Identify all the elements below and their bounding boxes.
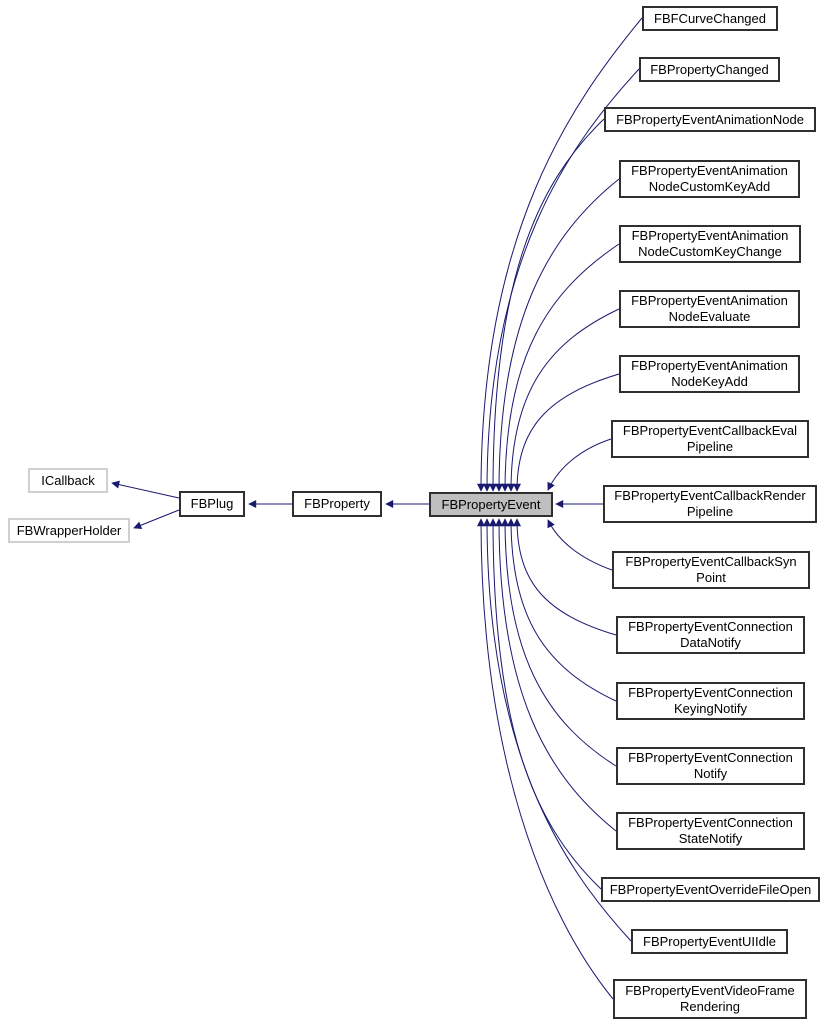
node-label-line: StateNotify (678, 831, 743, 846)
node-fbpropertyeventcallbacksynpoint[interactable]: FBPropertyEventCallbackSyn Point (612, 551, 810, 589)
node-label-line: FBPropertyEventAnimation (631, 228, 789, 243)
node-fbpropertyevent: FBPropertyEvent (429, 492, 553, 517)
node-label-line: FBPropertyEventCallbackSyn (625, 554, 797, 569)
node-fbpropertyeventoverridefileopen[interactable]: FBPropertyEventOverrideFileOpen (601, 877, 820, 902)
edge-videoframerendering (477, 518, 614, 1000)
node-label-line: FBPropertyEventCallbackEval (622, 423, 798, 438)
edge-fbplug-fbwrapperholder (133, 509, 180, 530)
node-label-line: FBProperty (304, 496, 370, 511)
node-fbpropertyeventanimationnode[interactable]: FBPropertyEventAnimationNode (604, 107, 816, 132)
node-fbpropertyeventanimationnodecustomkeyadd[interactable]: FBPropertyEventAnimation NodeCustomKeyAd… (619, 160, 800, 198)
edge-callbackevalpipeline (547, 438, 612, 491)
edge-connectionstatenotify (495, 518, 617, 832)
node-label-line: ICallback (41, 472, 95, 488)
node-label-line: FBPropertyEventConnection (628, 750, 793, 765)
node-fbpropertyeventuiidle[interactable]: FBPropertyEventUIIdle (631, 929, 788, 954)
node-label-line: FBPropertyEventConnection (628, 619, 793, 634)
node-label-line: FBPropertyEventConnection (628, 685, 793, 700)
node-label-line: FBPlug (190, 496, 234, 511)
node-label-line: FBPropertyEventAnimation (631, 358, 788, 373)
node-label-line: FBWrapperHolder (16, 522, 122, 538)
edge-animationnode (489, 118, 605, 492)
node-label-line: NodeKeyAdd (671, 374, 748, 389)
node-fbpropertyeventconnectiondatanotify[interactable]: FBPropertyEventConnection DataNotify (616, 616, 805, 654)
node-label-line: FBPropertyEventAnimation (631, 163, 788, 178)
node-fbpropertyeventconnectionnotify[interactable]: FBPropertyEventConnection Notify (616, 747, 805, 785)
edge-callbacksynpoint (547, 519, 613, 571)
node-fbpropertyeventconnectionkeyingnotify[interactable]: FBPropertyEventConnection KeyingNotify (616, 682, 805, 720)
node-fbpropertyeventvideoframerendering[interactable]: FBPropertyEventVideoFrame Rendering (613, 979, 807, 1019)
edge-connectiondatanotify (513, 518, 617, 636)
node-label-line: Pipeline (686, 439, 734, 454)
node-label-line: Rendering (680, 999, 740, 1014)
node-label-line: FBFCurveChanged (654, 10, 766, 26)
node-label-line: FBPropertyChanged (650, 61, 769, 77)
node-label-line: FBPropertyEventVideoFrame (625, 983, 795, 998)
node-label-line: FBPropertyEventConnection (628, 815, 793, 830)
node-label-line: Pipeline (686, 504, 734, 519)
node-label-line: NodeCustomKeyAdd (648, 179, 771, 194)
node-fbpropertyeventanimationnodeevaluate[interactable]: FBPropertyEventAnimation NodeEvaluate (619, 290, 800, 328)
node-fbpropertyeventcallbackrenderpipeline[interactable]: FBPropertyEventCallbackRender Pipeline (603, 485, 817, 523)
edge-nodecustomkeyadd (495, 178, 620, 492)
node-fbpropertyeventcallbackevalpipeline[interactable]: FBPropertyEventCallbackEval Pipeline (611, 420, 809, 458)
node-label-line: FBPropertyEventUIIdle (643, 933, 776, 949)
node-label-line: FBPropertyEventAnimationNode (616, 111, 804, 127)
node-label-line: FBPropertyEventAnimation (631, 293, 788, 308)
node-fbpropertyeventanimationnodecustomkeychange[interactable]: FBPropertyEventAnimation NodeCustomKeyCh… (619, 225, 801, 263)
edge-nodekeyadd (513, 373, 620, 492)
node-label-line: NodeCustomKeyChange (638, 244, 782, 259)
node-label-line: FBPropertyEventCallbackRender (614, 488, 806, 503)
node-fbpropertyeventanimationnodekeyadd[interactable]: FBPropertyEventAnimation NodeKeyAdd (619, 355, 800, 393)
edge-connectionkeyingnotify (507, 518, 617, 702)
node-fbpropertychanged[interactable]: FBPropertyChanged (639, 57, 780, 82)
edge-overridefileopen (489, 518, 602, 890)
edge-fbplug-icallback (111, 480, 180, 499)
node-label-line: FBPropertyEventOverrideFileOpen (609, 881, 812, 897)
node-label-line: Notify (693, 766, 728, 781)
node-fbproperty[interactable]: FBProperty (292, 491, 382, 517)
node-fbplug[interactable]: FBPlug (179, 491, 245, 517)
node-fbpropertyeventconnectionstatenotify[interactable]: FBPropertyEventConnection StateNotify (616, 812, 805, 850)
node-label-line: Point (696, 570, 726, 585)
node-icallback[interactable]: ICallback (28, 468, 108, 493)
node-fbfcurvechanged[interactable]: FBFCurveChanged (642, 6, 778, 31)
edge-connectionnotify (501, 518, 617, 767)
node-label-line: FBPropertyEvent (441, 496, 541, 512)
node-label-line: NodeEvaluate (668, 309, 751, 324)
node-fbwrapperholder[interactable]: FBWrapperHolder (8, 518, 130, 543)
edge-nodeevaluate (507, 308, 620, 492)
node-label-line: KeyingNotify (674, 701, 747, 716)
edge-nodecustomkeychange (501, 243, 620, 492)
node-label-line: DataNotify (680, 635, 741, 650)
